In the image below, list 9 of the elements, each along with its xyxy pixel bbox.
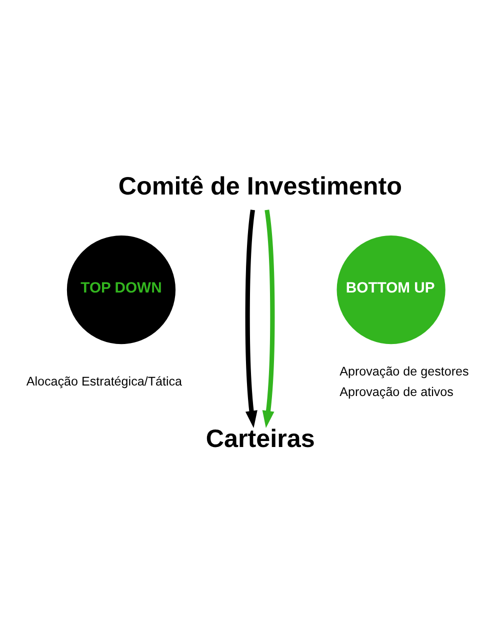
arrow	[262, 210, 275, 428]
node-circle: BOTTOM UP	[336, 235, 446, 344]
node-text: Comitê de Investimento	[118, 172, 402, 200]
node-label: Aprovação de ativos	[340, 384, 454, 399]
arrow	[245, 210, 258, 428]
node-label: Alocação Estratégica/Tática	[26, 374, 182, 389]
node-label: Aprovação de gestores	[340, 364, 469, 378]
node-text: Carteiras	[206, 425, 315, 454]
node-circle: TOP DOWN	[66, 235, 176, 344]
